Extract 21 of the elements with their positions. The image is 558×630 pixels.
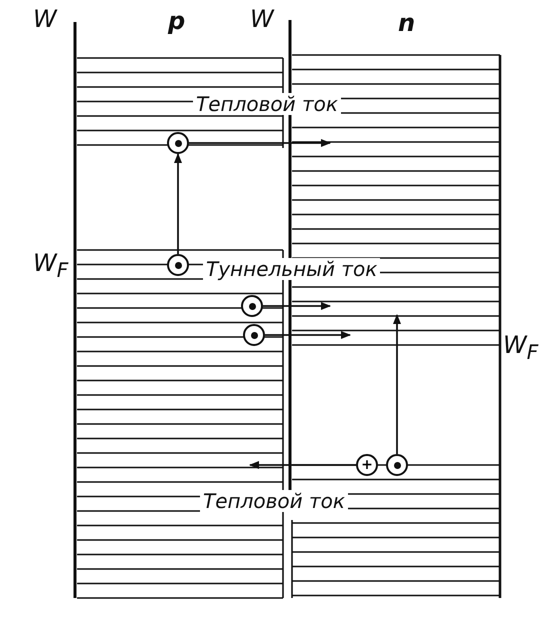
electron-circle — [386, 454, 408, 476]
current-label: Туннельный ток — [203, 258, 380, 280]
fermi-level-label: W$_{F}$ — [32, 252, 70, 281]
hole-circle: + — [356, 454, 378, 476]
current-label: Тепловой ток — [193, 93, 341, 115]
electron-circle — [167, 254, 189, 276]
electron-circle — [243, 324, 265, 346]
axis-label: W — [32, 8, 58, 30]
electron-circle — [241, 295, 263, 317]
axis-label: W — [249, 8, 276, 30]
arrow — [189, 139, 331, 147]
current-label: Тепловой ток — [200, 490, 348, 512]
electron-circle — [167, 132, 189, 154]
region-label: n — [397, 12, 416, 34]
fermi-level-label: W$_{F}$ — [502, 334, 540, 363]
arrow — [174, 153, 182, 254]
arrow — [263, 302, 331, 310]
arrow — [249, 461, 356, 469]
region-label: p — [166, 10, 186, 32]
arrow — [393, 314, 401, 454]
arrow — [265, 331, 351, 339]
